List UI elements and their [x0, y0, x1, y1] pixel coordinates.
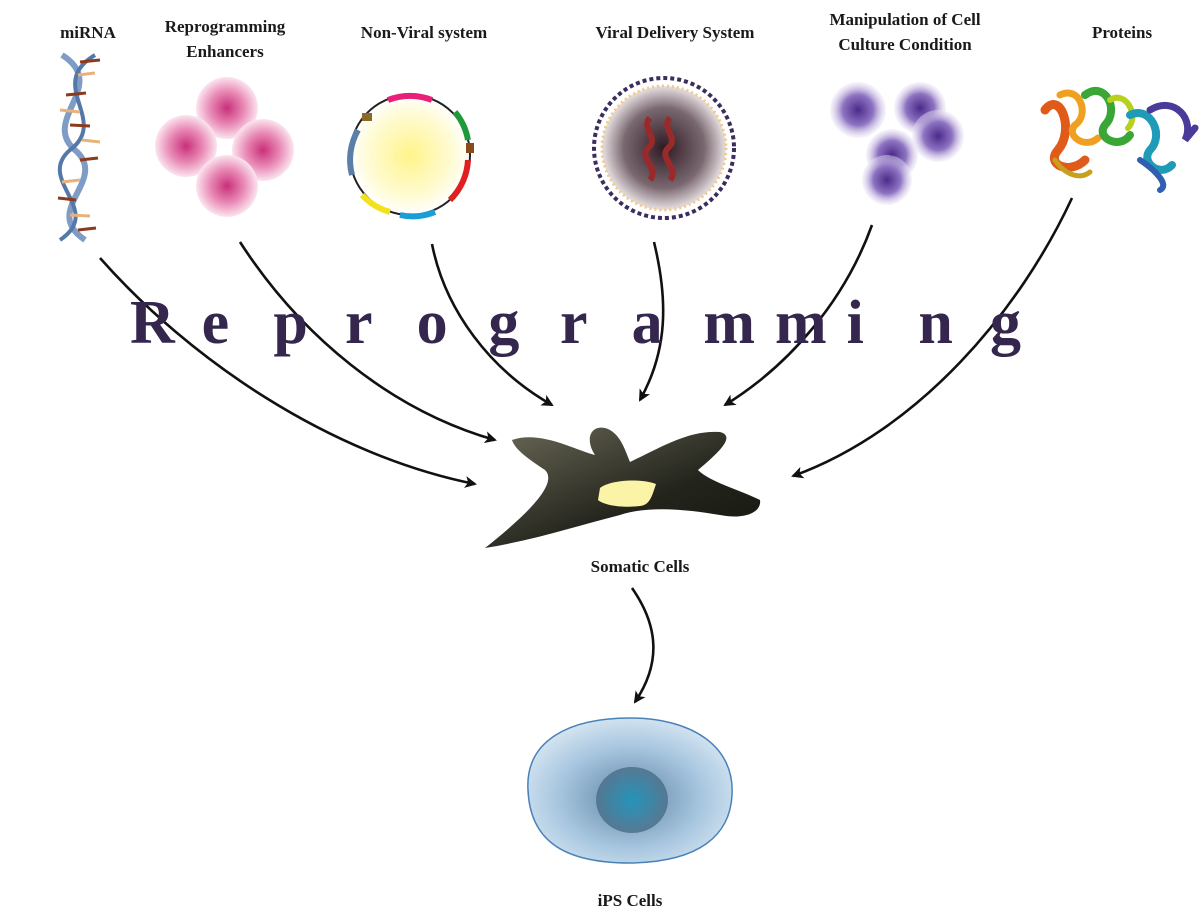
title-letter: n [918, 289, 953, 357]
title-letter: g [488, 289, 520, 357]
virus-particle-icon [592, 76, 736, 220]
protein-ribbon-icon [1040, 87, 1199, 193]
dna-helix-icon [57, 52, 101, 243]
title-letter: e [201, 289, 230, 357]
title-letter: i [846, 289, 864, 357]
title-letter: o [416, 289, 448, 357]
title-letter: r [560, 289, 588, 357]
arrows [99, 197, 1074, 704]
label-mirna: miRNA [60, 23, 116, 42]
purple-spheres-icon [830, 82, 964, 205]
label-viral-delivery-system: Viral Delivery System [595, 23, 755, 42]
arrow-culture [723, 224, 874, 407]
label-proteins: Proteins [1091, 23, 1153, 42]
label-reprogramming-enhancers: Reprogramming Enhancers [164, 17, 286, 61]
plasmid-icon [347, 92, 474, 220]
arrow-proteins [791, 197, 1074, 479]
pink-spheres-icon [155, 77, 294, 217]
title-letter: r [345, 289, 373, 357]
title-letter: m [775, 289, 827, 357]
arrow-enhancers [238, 241, 497, 444]
ips-cell [527, 717, 733, 864]
label-ips-cells: iPS Cells [597, 891, 663, 910]
label-non-viral-system: Non-Viral system [360, 23, 488, 42]
arrow-viral [638, 241, 665, 402]
title-letter: p [273, 289, 308, 357]
arrow-mirna [99, 257, 477, 488]
title-letter: a [631, 289, 663, 357]
somatic-cell [485, 427, 761, 548]
title-letter: g [990, 289, 1021, 357]
label-somatic-cells: Somatic Cells [590, 557, 690, 576]
label-culture-condition: Manipulation of Cell Culture Condition [829, 10, 981, 54]
title-letter: R [130, 289, 175, 357]
arrow-non-viral [430, 243, 554, 407]
arrow-somatic-to-ips [630, 587, 655, 704]
title-letter: m [703, 289, 755, 357]
